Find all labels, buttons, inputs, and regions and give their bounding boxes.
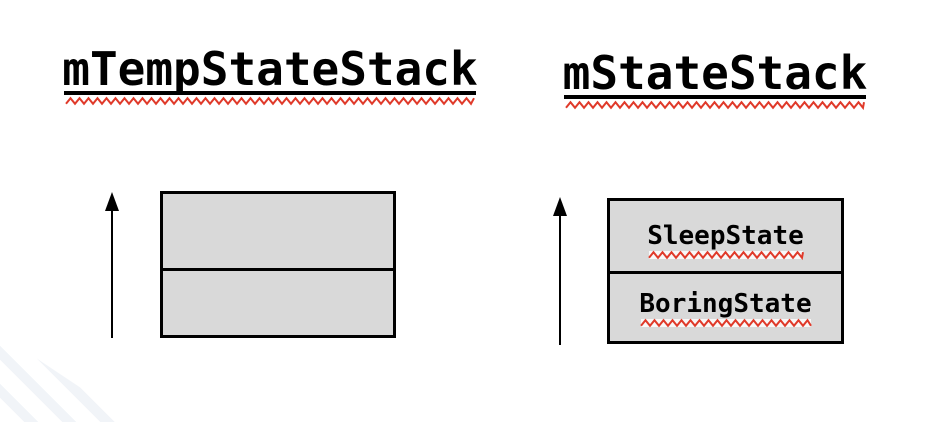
temp-stack-title-text: mTempStateStack [62,42,478,96]
arrow-head [553,197,567,216]
up-arrow-icon[interactable] [552,197,568,345]
spellcheck-squiggle [639,317,812,327]
stack-cell[interactable]: SleepState [610,201,841,271]
main-stack-box[interactable]: SleepState BoringState [607,198,844,344]
title-underline [564,95,866,99]
stack-cell[interactable]: BoringState [610,271,841,341]
corner-decoration [0,334,132,422]
arrow-head [105,192,119,211]
up-arrow-icon[interactable] [104,192,120,338]
stack-cell-label: BoringState [639,288,812,319]
arrow-line [559,214,561,345]
spellcheck-squiggle [647,250,804,261]
stack-cell[interactable] [163,268,393,335]
main-stack-title-text: mStateStack [562,46,868,100]
spellcheck-squiggle [565,100,865,111]
temp-stack-box[interactable] [160,191,396,338]
title-underline [64,91,476,95]
arrow-line [111,209,113,338]
stack-cell[interactable] [163,194,393,268]
temp-stack-title[interactable]: mTempStateStack [60,46,480,106]
stack-cell-label: SleepState [647,221,804,251]
spellcheck-squiggle [65,96,475,106]
main-stack-title[interactable]: mStateStack [557,46,873,111]
